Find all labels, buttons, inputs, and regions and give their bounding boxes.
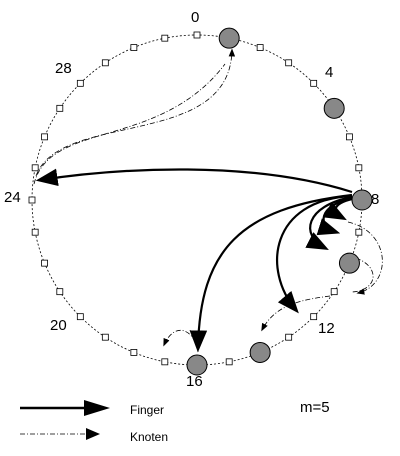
knoten-arrow-12-14 bbox=[261, 295, 331, 332]
ring-node-16 bbox=[186, 354, 208, 376]
ring-slot-12 bbox=[310, 313, 318, 321]
label-4: 4 bbox=[325, 64, 333, 81]
ring-slot-23 bbox=[31, 228, 39, 236]
ring-slot-0 bbox=[193, 31, 201, 39]
ring-slot-21 bbox=[56, 288, 64, 296]
ring-slot-19 bbox=[101, 333, 109, 341]
ring-slot-26 bbox=[41, 133, 48, 141]
legend: Finger Knoten bbox=[20, 400, 168, 444]
ring-slot-30 bbox=[130, 44, 138, 51]
label-16: 16 bbox=[186, 373, 203, 390]
ring-node-10 bbox=[338, 252, 360, 274]
ring-slot-20 bbox=[76, 313, 84, 321]
ring-slot-7 bbox=[355, 164, 363, 172]
ring-slot-2 bbox=[256, 44, 264, 51]
label-20: 20 bbox=[50, 317, 67, 334]
ring-slot-17 bbox=[161, 358, 169, 366]
knoten-arrows bbox=[33, 48, 383, 353]
finger-arrow-8-16 bbox=[189, 193, 353, 353]
knoten-arrow-16 bbox=[163, 329, 199, 353]
ring-slot-13 bbox=[285, 333, 293, 341]
ring-slot-27 bbox=[56, 104, 64, 112]
ring-slot-9 bbox=[355, 228, 363, 236]
legend-knoten-label: Knoten bbox=[130, 430, 168, 444]
label-8: 8 bbox=[371, 191, 379, 208]
finger-arrow-8-9 bbox=[323, 197, 353, 221]
knoten-arrow-10 bbox=[345, 255, 374, 293]
finger-arrow-8-12 bbox=[305, 195, 353, 251]
ring-slot-29 bbox=[101, 59, 109, 67]
label-0: 0 bbox=[191, 9, 199, 26]
ring-slot-15 bbox=[225, 358, 233, 366]
ring-slot-25 bbox=[31, 164, 39, 172]
ring-slot-3 bbox=[285, 59, 293, 67]
ring-node-1 bbox=[218, 27, 240, 49]
ring-slots bbox=[28, 31, 363, 366]
ring-node-14 bbox=[249, 341, 271, 363]
ring-slot-28 bbox=[76, 79, 84, 87]
parameter-label: m=5 bbox=[300, 399, 330, 416]
legend-finger-label: Finger bbox=[130, 403, 164, 417]
ring-slot-31 bbox=[161, 34, 169, 42]
ring-slot-11 bbox=[330, 288, 338, 296]
label-12: 12 bbox=[318, 320, 335, 337]
knoten-arrow-9-10 bbox=[347, 221, 383, 295]
ring-node-5 bbox=[323, 97, 345, 119]
ring-slot-4 bbox=[310, 79, 318, 87]
ring-nodes bbox=[186, 27, 373, 376]
legend-finger-arrowhead bbox=[84, 400, 110, 416]
legend-knoten-arrowhead bbox=[86, 428, 100, 440]
label-28: 28 bbox=[55, 60, 72, 77]
finger-arrows bbox=[35, 168, 353, 353]
ring-node-8 bbox=[351, 189, 373, 211]
label-24: 24 bbox=[4, 189, 21, 206]
ring-slot-18 bbox=[130, 349, 138, 356]
knoten-arrow-24-1b bbox=[33, 63, 226, 185]
ring-slot-6 bbox=[346, 133, 353, 141]
ring-slot-24 bbox=[28, 196, 36, 204]
finger-arrow-8-14 bbox=[276, 194, 353, 314]
ring-slot-22 bbox=[41, 259, 48, 267]
finger-arrow-8-24 bbox=[35, 168, 353, 194]
knoten-arrow-24-1 bbox=[35, 48, 236, 177]
